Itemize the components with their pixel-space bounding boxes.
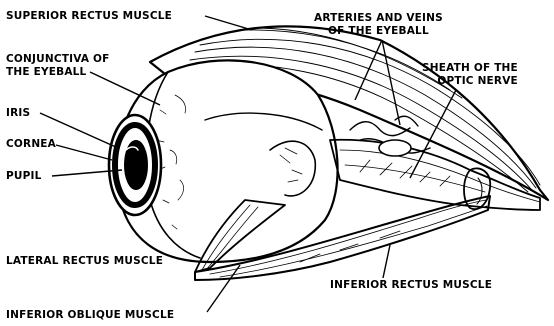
label-conjunctiva: CONJUNCTIVA OF THE EYEBALL <box>6 53 110 79</box>
label-inferior-oblique-muscle: INFERIOR OBLIQUE MUSCLE <box>6 309 174 322</box>
label-iris: IRIS <box>6 107 30 120</box>
label-superior-rectus-muscle: SUPERIOR RECTUS MUSCLE <box>6 10 172 23</box>
optic-nerve-sheath <box>330 140 540 210</box>
label-sheath-optic-nerve: SHEATH OF THE OPTIC NERVE <box>422 62 518 88</box>
label-pupil: PUPIL <box>6 170 42 183</box>
label-lateral-rectus-muscle: LATERAL RECTUS MUSCLE <box>6 255 163 268</box>
label-cornea: CORNEA <box>6 138 56 151</box>
label-arteries-and-veins: ARTERIES AND VEINS OF THE EYEBALL <box>314 12 443 38</box>
label-inferior-rectus-muscle: INFERIOR RECTUS MUSCLE <box>330 279 492 292</box>
